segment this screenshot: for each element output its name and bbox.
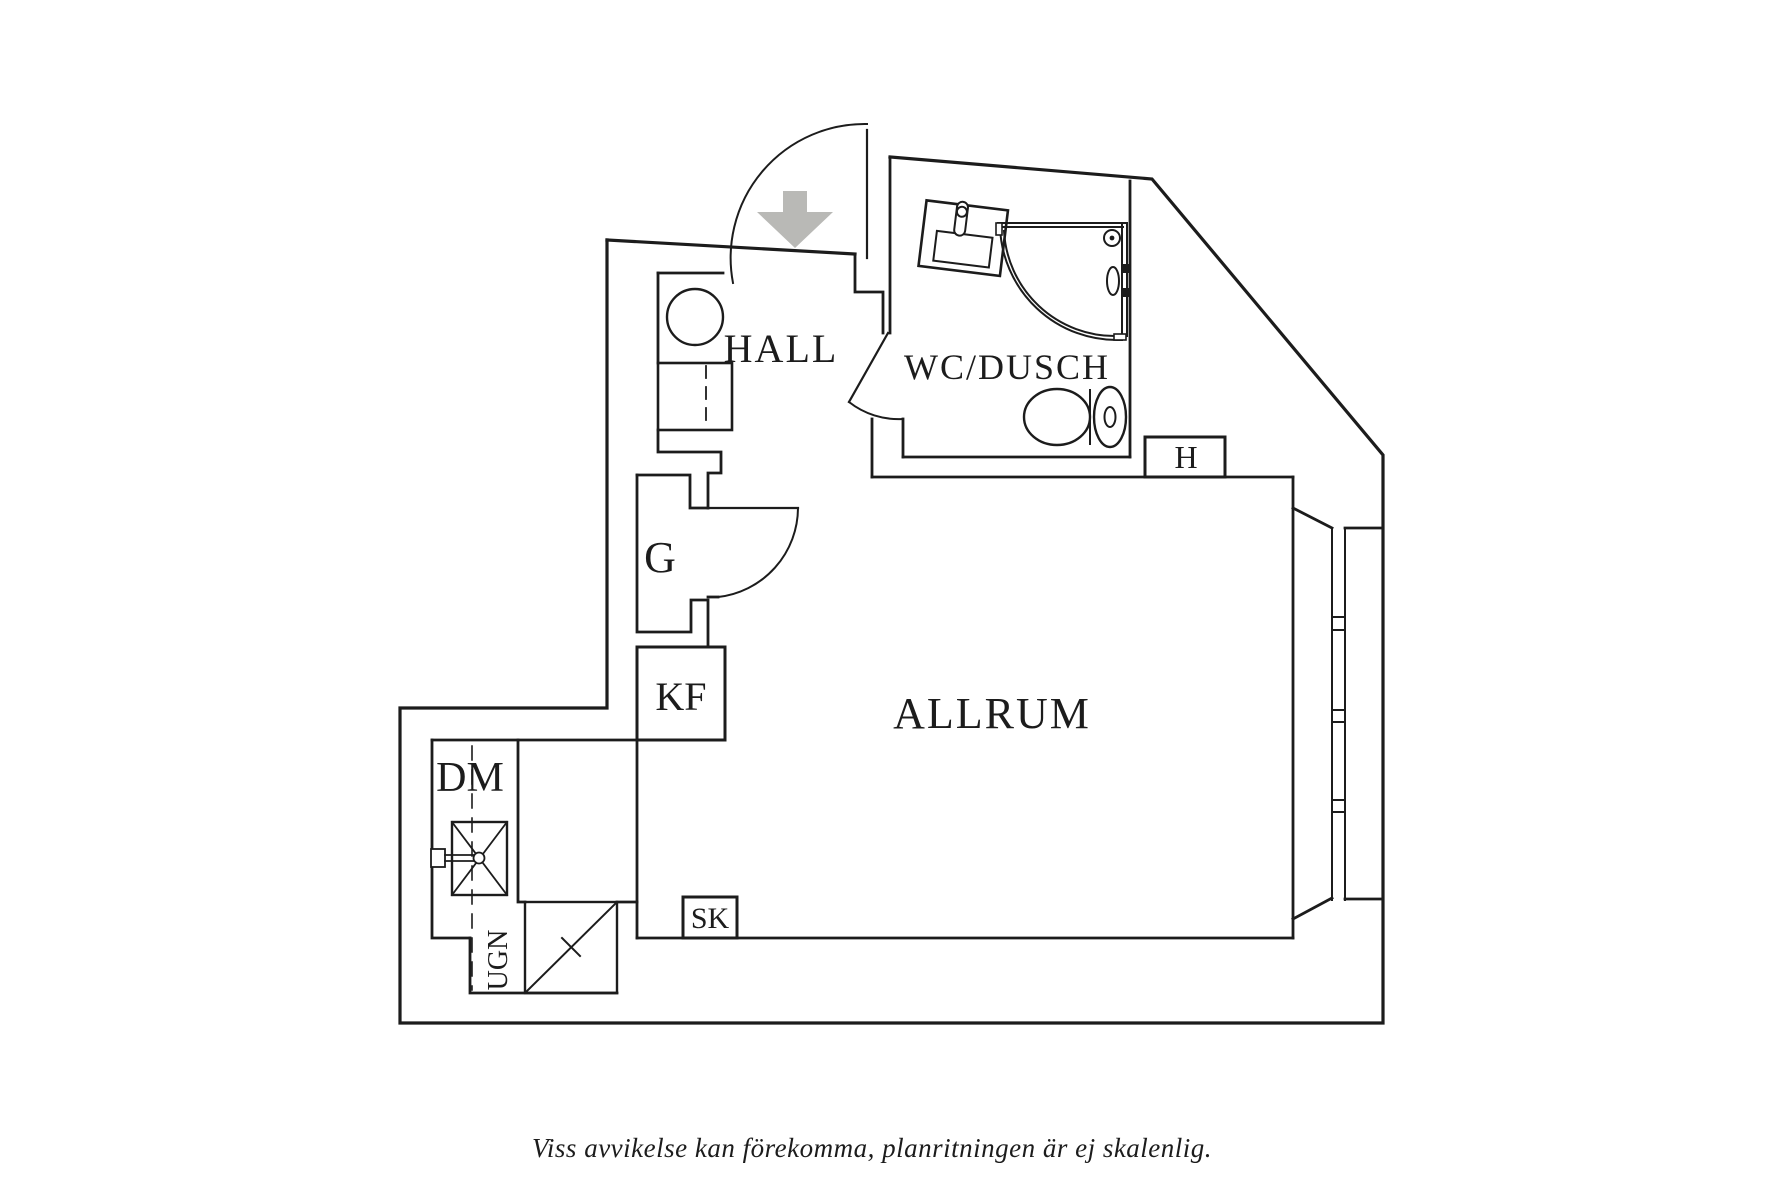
kitchen-sink-icon	[430, 820, 509, 897]
outer-walls	[398, 155, 1385, 1025]
hall-basin-icon	[665, 287, 725, 347]
wc-door	[847, 331, 905, 421]
closet-door	[706, 506, 800, 599]
entrance-arrow-icon	[757, 191, 833, 248]
stove-icon	[523, 900, 619, 995]
toilet-icon	[1022, 385, 1128, 449]
room-label-hall: HALL	[724, 326, 839, 371]
corner-shower-icon	[995, 222, 1130, 342]
room-label-dm: DM	[436, 755, 504, 801]
disclaimer-text: Viss avvikelse kan förekomma, planritnin…	[532, 1133, 1212, 1163]
bathroom-sink-icon	[917, 198, 1010, 278]
room-label-sk: SK	[691, 902, 730, 935]
entrance-door	[729, 122, 869, 285]
hall-cabinet	[656, 361, 734, 432]
room-label-h: H	[1174, 439, 1197, 475]
cupboard-box	[681, 895, 739, 940]
hatch-box	[1143, 435, 1227, 479]
room-label-g: G	[644, 533, 676, 582]
room-label-wc: WC/DUSCH	[904, 347, 1110, 387]
room-label-allrum: ALLRUM	[893, 689, 1091, 738]
room-label-kf: KF	[655, 674, 706, 719]
fridge-freezer-box	[635, 645, 727, 742]
window-icon	[1331, 527, 1346, 901]
room-label-ugn: UGN	[483, 930, 514, 991]
